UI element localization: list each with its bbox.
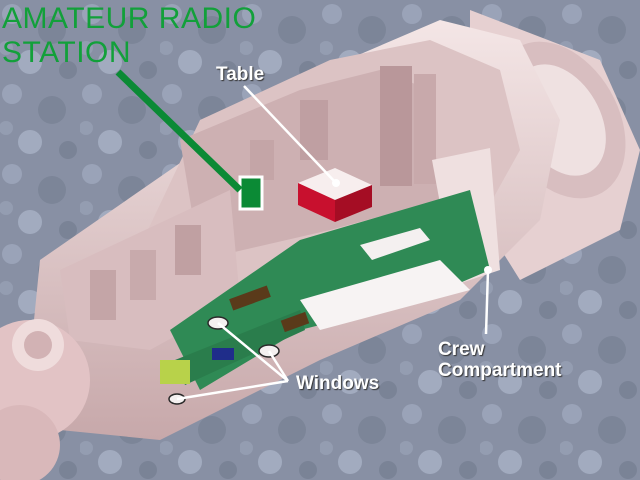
amateur-radio-station-label: AMATEUR RADIO STATION — [2, 2, 256, 70]
front-equipment — [160, 348, 234, 384]
docking-node — [0, 319, 90, 480]
crew-compartment-label: Crew Compartment — [438, 339, 562, 381]
station-marker — [238, 175, 264, 211]
station-label-line1: AMATEUR RADIO — [2, 2, 257, 35]
leader-dots — [332, 179, 492, 274]
module-floor — [170, 190, 490, 390]
crew-label-line1: Crew — [438, 339, 485, 360]
leader-lines — [176, 85, 490, 401]
table-label: Table — [216, 64, 265, 85]
windows-label: Windows — [296, 373, 380, 394]
station-leader-line — [115, 69, 243, 193]
crew-label-line2: Compartment — [438, 360, 562, 381]
station-label-line2: STATION — [2, 36, 132, 69]
